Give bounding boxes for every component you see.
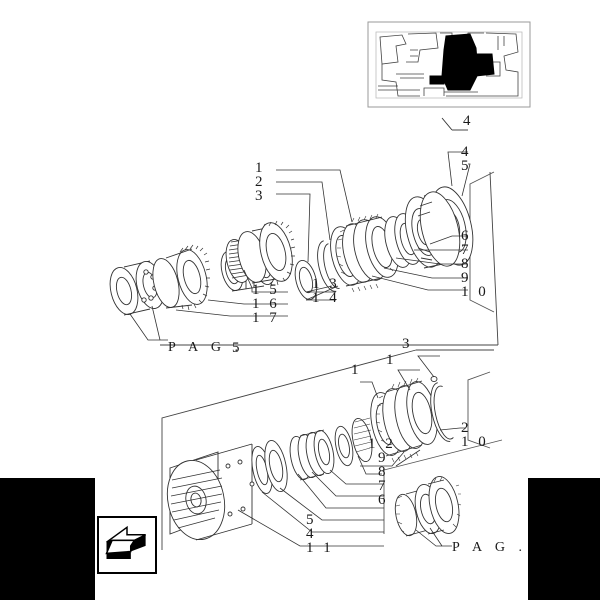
page-ref-upper[interactable]: P A G . — [168, 340, 243, 355]
callout-upper-13: 1 3 — [312, 276, 340, 292]
part-washer-stack — [289, 429, 335, 481]
part-seal-rings — [251, 440, 288, 495]
callout-lower-2: 2 — [461, 420, 472, 436]
page-ref-lower[interactable]: P A G . — [452, 540, 527, 555]
callout-upper-8: 8 — [461, 256, 472, 272]
callout-lower-1a: 1 — [386, 352, 397, 368]
page-ref-upper-number[interactable]: 5 — [232, 340, 243, 356]
callout-upper-6: 6 — [461, 228, 472, 244]
callout-upper-1: 1 — [255, 160, 266, 176]
callout-lower-6: 6 — [378, 492, 389, 508]
callout-upper-15: 1 5 — [252, 282, 280, 298]
callout-upper-9: 9 — [461, 270, 472, 286]
part-small-ring — [334, 417, 373, 467]
inset-section-view — [367, 21, 531, 131]
part-synchro-ring — [317, 240, 340, 292]
lower-panel-frame — [161, 349, 494, 550]
callout-upper-3: 3 — [255, 188, 266, 204]
highlighted-component — [441, 33, 479, 91]
callout-lower-3: 3 — [402, 336, 413, 352]
part-lower-clutch-pack — [370, 375, 454, 463]
callout-lower-12: 1 2 — [368, 436, 396, 452]
callout-upper-4: 4 — [461, 144, 472, 160]
callout-lower-5: 5 — [306, 512, 317, 528]
lower-leader-lines — [237, 355, 466, 547]
callout-upper-17: 1 7 — [252, 310, 280, 326]
callout-upper-16: 1 6 — [252, 296, 280, 312]
inset-caption-4: 4 — [463, 113, 474, 129]
left-black-block — [0, 478, 95, 600]
part-output-shaft-gear — [383, 439, 503, 537]
part-drum-housing — [404, 186, 474, 269]
upper-panel-frame — [160, 171, 499, 346]
part-gear-cluster — [237, 220, 296, 287]
arrow-pointer-glyph — [105, 525, 146, 559]
upper-leader-lines — [129, 151, 471, 341]
callout-lower-8: 8 — [378, 464, 389, 480]
callout-upper-14: 1 4 — [312, 290, 340, 306]
part-thin-ring — [294, 259, 318, 301]
lower-assembly-parts — [166, 375, 503, 541]
callout-lower-11: 1 1 — [306, 540, 334, 556]
callout-lower-10: 1 0 — [461, 434, 489, 450]
callout-lower-9: 9 — [378, 450, 389, 466]
callout-upper-2: 2 — [255, 174, 266, 190]
callout-lower-7: 7 — [378, 478, 389, 494]
right-black-block — [528, 478, 600, 600]
callout-upper-10: 1 0 — [461, 284, 489, 300]
callout-lower-4: 4 — [306, 526, 317, 542]
part-clutch-pack — [330, 213, 399, 293]
upper-assembly-parts — [109, 186, 474, 316]
callout-upper-7: 7 — [461, 242, 472, 258]
lower-right-bracket — [467, 371, 491, 449]
callout-lower-1b: 1 — [351, 362, 362, 378]
callout-upper-5: 5 — [461, 158, 472, 174]
part-gear-large — [152, 244, 211, 311]
arrow-pointer-icon[interactable] — [97, 516, 157, 574]
part-bell-housing — [166, 443, 255, 541]
